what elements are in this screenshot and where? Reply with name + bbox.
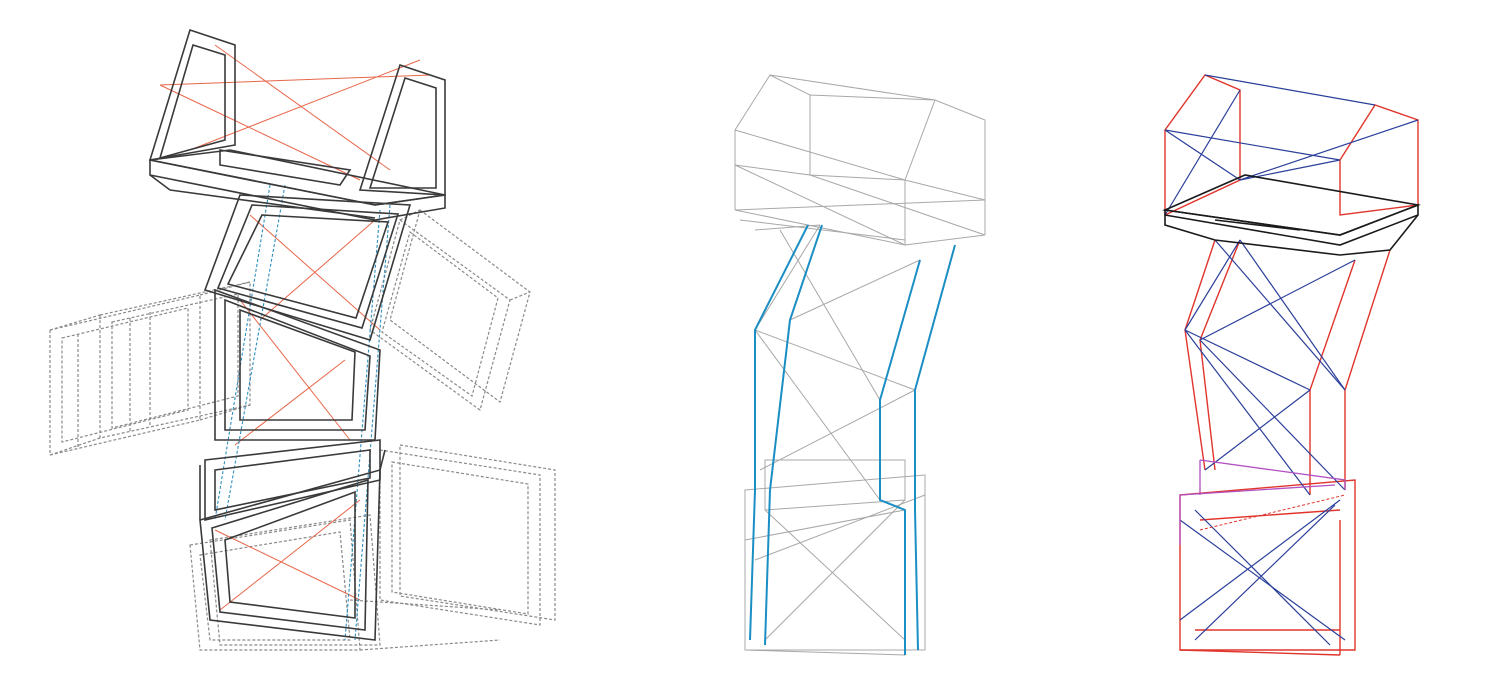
orange-bracing bbox=[159, 44, 431, 611]
cable-4 bbox=[914, 244, 956, 651]
gray-wireframe bbox=[734, 74, 986, 656]
cyan-cables bbox=[749, 224, 956, 655]
navy-bracing bbox=[1164, 74, 1419, 646]
frame-1 bbox=[203, 194, 412, 341]
ghost-frame-right-upper bbox=[369, 219, 511, 411]
floor-opening bbox=[219, 149, 352, 186]
magenta-frames bbox=[1179, 459, 1346, 545]
blue-dashed-lines bbox=[214, 184, 391, 641]
stacked-frames bbox=[199, 194, 412, 641]
ghost-frames bbox=[49, 208, 556, 651]
top-room bbox=[148, 28, 446, 221]
left-gable bbox=[148, 28, 236, 162]
right-diagram-bracing-wireframe bbox=[1162, 74, 1421, 656]
cable-1 bbox=[749, 224, 809, 641]
middle-diagram-cable-wireframe bbox=[734, 74, 986, 656]
red-outline bbox=[1164, 74, 1419, 656]
left-diagram-stacked-frames bbox=[49, 28, 556, 651]
ghost-frame-right-lower bbox=[379, 449, 541, 626]
black-floor-slab bbox=[1162, 174, 1421, 256]
cable-2 bbox=[764, 224, 823, 646]
right-gable bbox=[358, 63, 446, 196]
ghost-frame-left-outer bbox=[49, 294, 201, 456]
cable-3 bbox=[879, 259, 921, 655]
frame-4 bbox=[199, 468, 381, 641]
